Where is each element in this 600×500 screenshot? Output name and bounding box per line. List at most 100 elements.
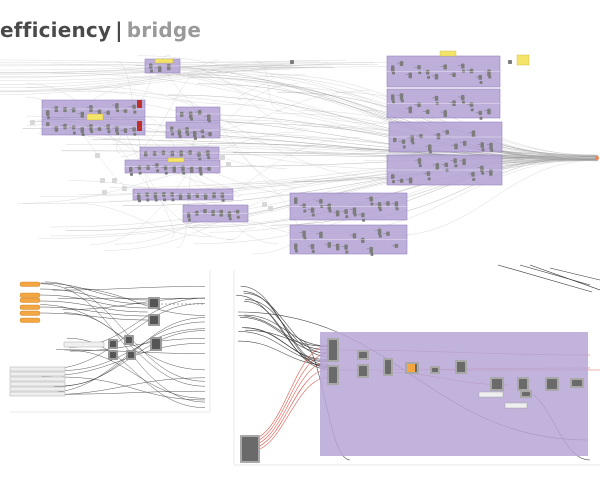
grasshopper-component-icon[interactable] (156, 169, 160, 173)
grasshopper-component-icon[interactable] (480, 165, 484, 172)
grasshopper-component-icon[interactable] (138, 199, 141, 203)
grasshopper-component-icon[interactable] (110, 352, 116, 358)
grasshopper-component-icon[interactable] (426, 69, 430, 75)
grasshopper-component-icon[interactable] (369, 196, 373, 202)
grasshopper-component-icon[interactable] (408, 177, 413, 184)
grasshopper-component-icon[interactable] (480, 142, 485, 148)
grasshopper-component-icon[interactable] (180, 111, 184, 117)
grasshopper-component-icon[interactable] (335, 210, 340, 217)
grasshopper-component-icon[interactable] (478, 74, 483, 80)
grasshopper-component-icon[interactable] (123, 128, 128, 133)
grasshopper-component-icon[interactable] (359, 352, 367, 358)
grasshopper-component-icon[interactable] (146, 165, 150, 170)
grasshopper-component-icon[interactable] (391, 174, 395, 179)
slider-icon[interactable] (9, 386, 66, 392)
grasshopper-component-icon[interactable] (481, 148, 485, 152)
grasshopper-component-icon[interactable] (152, 339, 160, 349)
grasshopper-component-icon[interactable] (158, 65, 162, 73)
grasshopper-component-icon[interactable] (303, 236, 307, 240)
grasshopper-component-icon[interactable] (128, 352, 134, 358)
grasshopper-component-icon[interactable] (170, 150, 175, 157)
grasshopper-component-icon[interactable] (478, 110, 483, 116)
grasshopper-component-icon[interactable] (133, 132, 137, 136)
grasshopper-component-icon[interactable] (402, 145, 406, 149)
grasshopper-component-icon[interactable] (189, 111, 193, 119)
grasshopper-component-icon[interactable] (471, 172, 475, 177)
grasshopper-component-icon[interactable] (444, 162, 449, 168)
grasshopper-component-icon[interactable] (454, 164, 458, 168)
grasshopper-component-icon[interactable] (377, 202, 382, 209)
grasshopper-component-icon[interactable] (427, 177, 431, 181)
grasshopper-component-icon[interactable] (429, 150, 432, 154)
grasshopper-component-icon[interactable] (203, 208, 207, 214)
grasshopper-component-icon[interactable] (470, 108, 474, 112)
grasshopper-component-icon[interactable] (110, 341, 116, 347)
grasshopper-component-icon[interactable] (319, 199, 323, 204)
grasshopper-component-icon[interactable] (207, 114, 211, 122)
parameter-icon[interactable] (19, 310, 41, 316)
grasshopper-component-icon[interactable] (228, 217, 232, 221)
grasshopper-component-icon[interactable] (327, 242, 332, 248)
grasshopper-component-icon[interactable] (417, 102, 421, 108)
grasshopper-component-icon[interactable] (489, 169, 493, 176)
grasshopper-component-icon[interactable] (153, 192, 158, 199)
grasshopper-component-icon[interactable] (290, 60, 294, 64)
grasshopper-component-icon[interactable] (487, 69, 491, 77)
grasshopper-component-icon[interactable] (132, 104, 136, 110)
slider-icon[interactable] (9, 381, 66, 387)
grasshopper-component-icon[interactable] (481, 171, 485, 175)
grasshopper-component-icon[interactable] (469, 68, 474, 74)
grasshopper-component-icon[interactable] (303, 209, 307, 213)
grasshopper-component-icon[interactable] (417, 158, 422, 164)
grasshopper-component-icon[interactable] (436, 133, 441, 140)
grasshopper-component-icon[interactable] (400, 99, 404, 103)
grasshopper-component-icon[interactable] (294, 197, 298, 204)
grasshopper-component-icon[interactable] (116, 132, 120, 136)
grasshopper-component-icon[interactable] (408, 106, 413, 114)
grasshopper-component-icon[interactable] (212, 192, 216, 199)
grasshopper-component-icon[interactable] (310, 243, 315, 250)
grasshopper-component-icon[interactable] (182, 171, 186, 175)
grasshopper-component-icon[interactable] (46, 110, 50, 116)
grasshopper-component-icon[interactable] (432, 368, 438, 372)
grasshopper-component-icon[interactable] (189, 166, 194, 173)
grasshopper-component-icon[interactable] (123, 108, 128, 113)
grasshopper-component-icon[interactable] (90, 130, 94, 134)
grasshopper-component-icon[interactable] (163, 165, 168, 171)
grasshopper-component-icon[interactable] (434, 95, 439, 101)
grasshopper-component-icon[interactable] (102, 190, 107, 195)
grasshopper-component-icon[interactable] (519, 379, 527, 389)
grasshopper-component-icon[interactable] (181, 165, 185, 172)
grasshopper-component-icon[interactable] (197, 151, 201, 157)
grasshopper-component-icon[interactable] (144, 151, 148, 157)
grasshopper-component-icon[interactable] (150, 299, 158, 307)
grasshopper-component-icon[interactable] (461, 63, 465, 69)
grasshopper-component-icon[interactable] (294, 243, 298, 250)
grasshopper-component-icon[interactable] (487, 108, 491, 115)
grasshopper-component-icon[interactable] (115, 103, 119, 110)
grasshopper-component-icon[interactable] (302, 230, 306, 238)
grasshopper-component-icon[interactable] (54, 125, 59, 132)
grasshopper-component-icon[interactable] (410, 135, 415, 143)
grasshopper-component-icon[interactable] (126, 337, 132, 343)
grasshopper-component-icon[interactable] (220, 192, 225, 198)
grasshopper-component-icon[interactable] (435, 162, 440, 170)
grasshopper-component-icon[interactable] (89, 124, 93, 131)
grasshopper-component-icon[interactable] (329, 340, 337, 360)
grasshopper-component-icon[interactable] (146, 198, 150, 202)
grasshopper-component-icon[interactable] (369, 246, 373, 254)
grasshopper-component-icon[interactable] (392, 71, 395, 75)
grasshopper-component-icon[interactable] (81, 132, 85, 136)
grasshopper-component-icon[interactable] (391, 65, 395, 73)
panel-icon[interactable] (439, 50, 457, 57)
grasshopper-component-icon[interactable] (132, 126, 136, 132)
grasshopper-component-icon[interactable] (47, 116, 50, 120)
grasshopper-component-icon[interactable] (463, 140, 467, 146)
grasshopper-component-icon[interactable] (190, 117, 193, 121)
grasshopper-component-icon[interactable] (462, 100, 465, 104)
grasshopper-component-icon[interactable] (391, 94, 395, 101)
grasshopper-component-icon[interactable] (461, 94, 465, 101)
grasshopper-component-icon[interactable] (221, 198, 225, 202)
grasshopper-component-icon[interactable] (198, 110, 202, 115)
grasshopper-component-icon[interactable] (129, 166, 133, 173)
